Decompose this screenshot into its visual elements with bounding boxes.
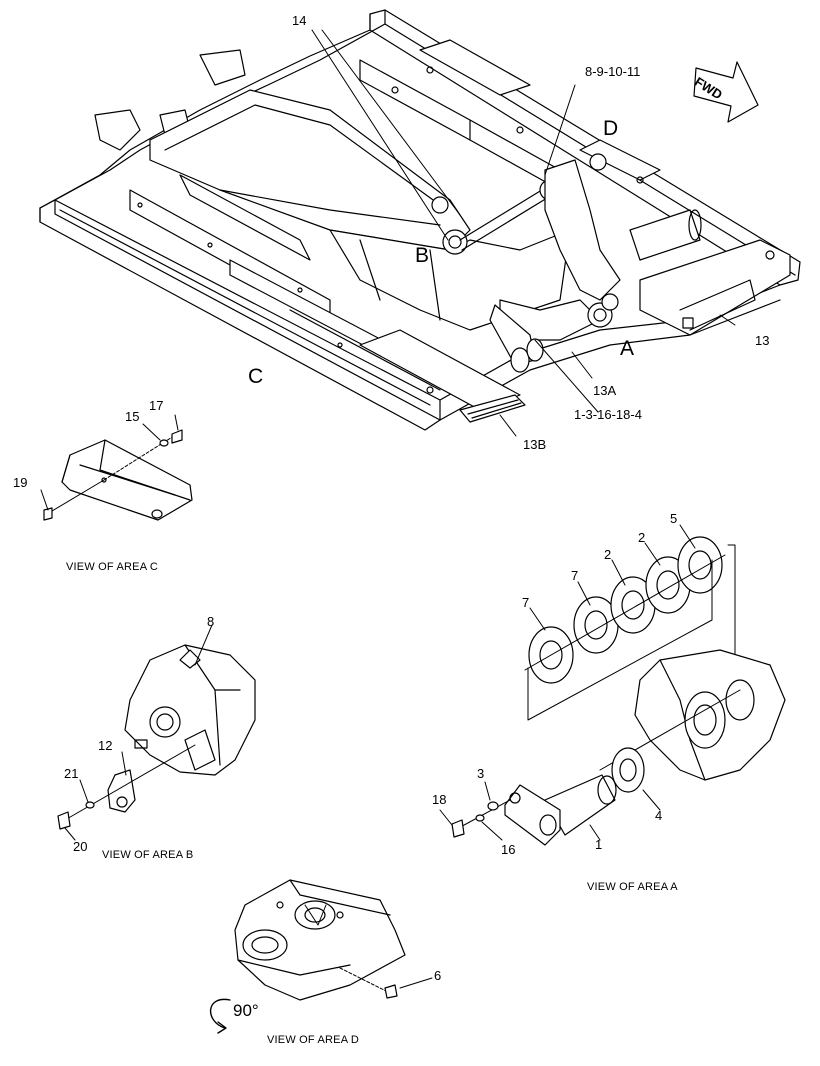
view-area-b-drawing (57, 624, 256, 841)
callout-6: 6 (434, 968, 442, 983)
callout-16: 16 (501, 842, 516, 857)
area-d-marker: D (603, 117, 619, 140)
callout-13a: 13A (593, 383, 617, 398)
callout-20: 20 (73, 839, 88, 854)
callout-14: 14 (292, 13, 307, 28)
view-area-d-caption: VIEW OF AREA D (267, 1034, 360, 1046)
callout-4: 4 (655, 808, 663, 823)
area-c-marker: C (248, 365, 264, 388)
callout-15: 15 (125, 409, 140, 424)
callout-21: 21 (64, 766, 79, 781)
callout-8-9-10-11: 8-9-10-11 (585, 64, 641, 79)
main-leader-lines (311, 29, 736, 437)
area-b-marker: B (415, 244, 430, 267)
callout-17: 17 (149, 398, 164, 413)
callout-8: 8 (207, 614, 215, 629)
callout-13: 13 (755, 333, 770, 348)
callout-13b: 13B (523, 437, 547, 452)
view-area-a-drawing (439, 524, 786, 846)
callout-2-lower: 2 (604, 547, 612, 562)
callout-19: 19 (13, 475, 28, 490)
area-a-marker: A (620, 337, 635, 360)
callout-5: 5 (670, 511, 678, 526)
callout-1: 1 (595, 837, 603, 852)
view-area-c-drawing (40, 414, 193, 521)
fwd-arrow-icon (693, 61, 759, 123)
view-area-a-caption: VIEW OF AREA A (587, 881, 678, 893)
callout-12: 12 (98, 738, 113, 753)
view-area-b-caption: VIEW OF AREA B (102, 849, 194, 861)
callout-3: 3 (477, 766, 485, 781)
callout-1-3-16-18-4: 1-3-16-18-4 (574, 407, 642, 422)
callout-7-upper: 7 (571, 568, 579, 583)
callout-18: 18 (432, 792, 447, 807)
main-frame-drawing (39, 9, 801, 431)
view-area-c-caption: VIEW OF AREA C (66, 561, 159, 573)
rotation-90-label: 90° (233, 1001, 259, 1020)
view-area-d-drawing (209, 879, 433, 1034)
callout-2-upper: 2 (638, 530, 646, 545)
callout-7-lower: 7 (522, 595, 530, 610)
